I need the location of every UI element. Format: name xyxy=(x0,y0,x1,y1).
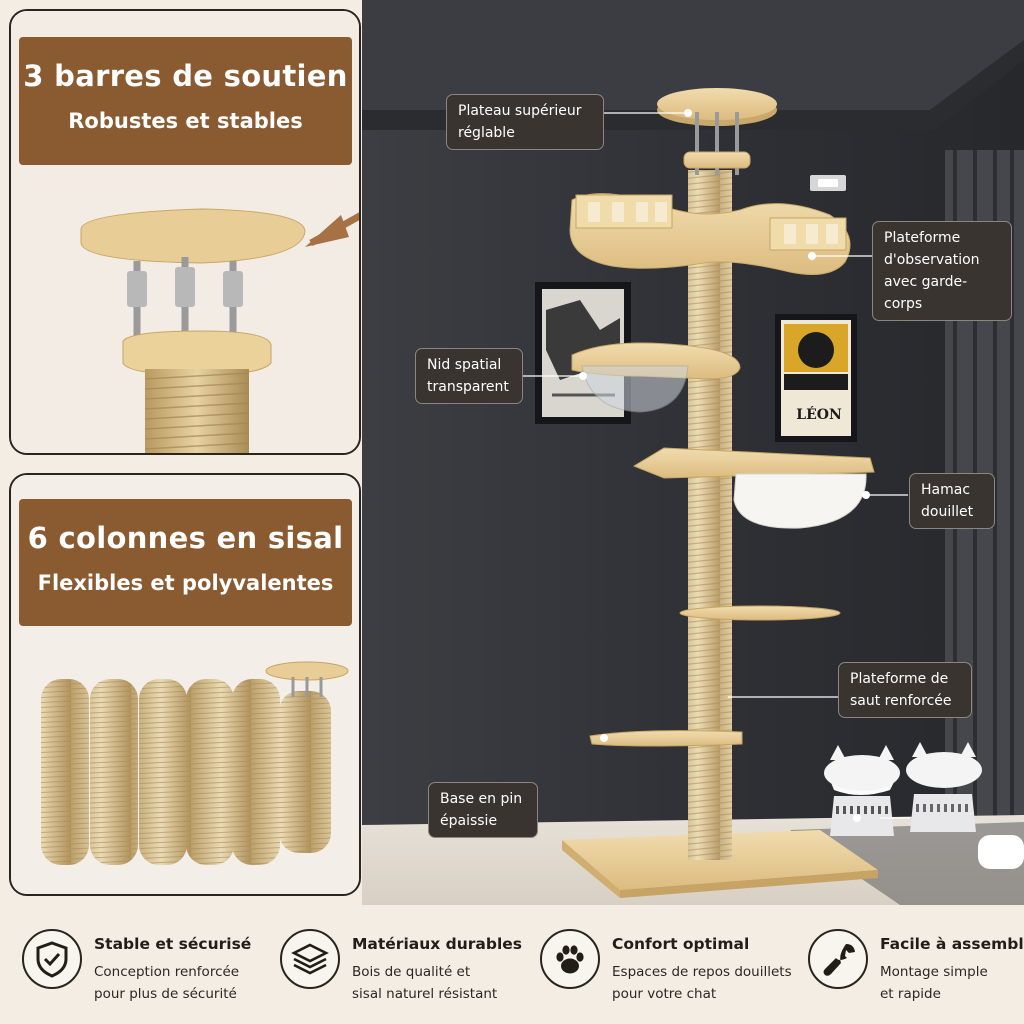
callout-top-plate-line2: réglable xyxy=(458,125,515,141)
feature-materials-line2: sisal naturel résistant xyxy=(352,986,498,1002)
wrench-icon xyxy=(808,929,868,989)
feature-stable-title: Stable et sécurisé xyxy=(94,935,252,953)
feature-strip: Stable et sécurisé Conception renforcée … xyxy=(0,905,1024,1024)
poster-title: LÉON xyxy=(796,405,842,423)
feature-comfort-line1: Espaces de repos douillets xyxy=(612,964,792,980)
feature-stable: Stable et sécurisé Conception renforcée … xyxy=(22,905,262,1024)
feature-comfort-desc: Espaces de repos douillets pour votre ch… xyxy=(612,961,792,1005)
feature-assembly-line2: et rapide xyxy=(880,986,941,1002)
sisal-columns-title: 6 colonnes en sisal xyxy=(27,521,344,555)
feature-stable-desc: Conception renforcée pour plus de sécuri… xyxy=(94,961,239,1005)
feature-assembly: Facile à assembler Montage simple et rap… xyxy=(808,905,1024,1024)
sisal-columns-banner: 6 colonnes en sisal Flexibles et polyval… xyxy=(19,499,352,626)
sisal-columns-panel: 6 colonnes en sisal Flexibles et polyval… xyxy=(9,473,361,896)
shield-check-icon xyxy=(22,929,82,989)
callout-nest-line2: transparent xyxy=(427,379,509,395)
callout-hammock-line2: douillet xyxy=(921,504,974,520)
callout-jump-platform: Plateforme de saut renforcée xyxy=(838,662,972,718)
callout-base-line2: épaissie xyxy=(440,813,498,829)
callout-nest-line1: Nid spatial xyxy=(427,357,502,373)
callout-observation-line1: Plateforme xyxy=(884,230,961,246)
feature-assembly-line1: Montage simple xyxy=(880,964,988,980)
feature-stable-line1: Conception renforcée xyxy=(94,964,240,980)
paw-icon xyxy=(540,929,600,989)
feature-materials: Matériaux durables Bois de qualité et si… xyxy=(280,905,530,1024)
feature-materials-line1: Bois de qualité et xyxy=(352,964,471,980)
feature-materials-title: Matériaux durables xyxy=(352,935,523,953)
callout-observation-line3: avec garde-corps xyxy=(884,274,968,312)
callout-top-plate-line1: Plateau supérieur xyxy=(458,103,582,119)
feature-comfort: Confort optimal Espaces de repos douille… xyxy=(540,905,800,1024)
callout-base: Base en pin épaissie xyxy=(428,782,538,838)
callout-hammock-line1: Hamac xyxy=(921,482,971,498)
support-bars-banner: 3 barres de soutien Robustes et stables xyxy=(19,37,352,165)
feature-stable-line2: pour plus de sécurité xyxy=(94,986,237,1002)
support-bars-subtitle: Robustes et stables xyxy=(68,109,303,133)
feature-comfort-line2: pour votre chat xyxy=(612,986,717,1002)
callout-nest: Nid spatial transparent xyxy=(415,348,523,404)
callout-hammock: Hamac douillet xyxy=(909,473,995,529)
feature-materials-desc: Bois de qualité et sisal naturel résista… xyxy=(352,961,497,1005)
callout-top-plate: Plateau supérieur réglable xyxy=(446,94,604,150)
feature-assembly-desc: Montage simple et rapide xyxy=(880,961,988,1005)
support-bars-panel: 3 barres de soutien Robustes et stables xyxy=(9,9,361,455)
sisal-columns-subtitle: Flexibles et polyvalentes xyxy=(37,571,334,595)
layers-icon xyxy=(280,929,340,989)
callout-observation: Plateforme d'observation avec garde-corp… xyxy=(872,221,1012,321)
callout-jump-line1: Plateforme de xyxy=(850,671,949,687)
callout-jump-line2: saut renforcée xyxy=(850,693,952,709)
feature-assembly-title: Facile à assembler xyxy=(880,935,1024,953)
feature-comfort-title: Confort optimal xyxy=(612,935,750,953)
callout-base-line1: Base en pin xyxy=(440,791,523,807)
support-bars-title: 3 barres de soutien xyxy=(23,59,348,93)
callout-observation-line2: d'observation xyxy=(884,252,980,268)
